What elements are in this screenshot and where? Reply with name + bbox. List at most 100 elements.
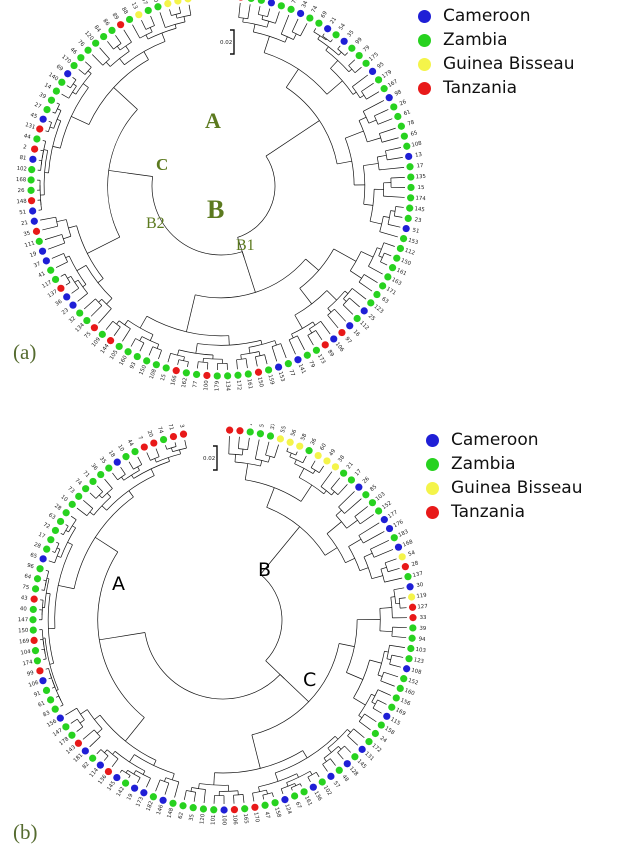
- leaf-dot: [226, 426, 234, 434]
- legend-item-zambia: Zambia: [426, 452, 618, 476]
- tree-branch: [368, 119, 377, 124]
- tree-arc: [65, 219, 72, 237]
- tree-branch: [139, 336, 143, 341]
- tree-branch: [145, 34, 149, 40]
- tree-branch: [78, 69, 86, 75]
- tree-arc: [265, 454, 275, 458]
- tree-branch: [149, 334, 154, 341]
- tree-branch: [159, 12, 166, 28]
- tree-branch: [347, 735, 358, 746]
- leaf-dot: [271, 799, 279, 807]
- tree-branch: [245, 358, 248, 369]
- leaf-dot: [89, 754, 97, 762]
- tree-branch: [346, 672, 363, 680]
- leaf-dot: [39, 555, 47, 563]
- tree-branch: [233, 795, 235, 804]
- leaf-id-label: 158: [273, 807, 282, 819]
- leaf-id-label: 41: [249, 424, 256, 426]
- leaf-dot: [404, 573, 412, 581]
- tree-branch: [279, 674, 285, 679]
- tree-branch: [335, 509, 342, 516]
- tree-branch: [315, 330, 323, 341]
- leaf-dot: [256, 430, 264, 438]
- leaf-id-label: 147: [18, 617, 28, 623]
- leaf-id-label: 89: [111, 12, 120, 21]
- tree-branch: [326, 80, 343, 95]
- leaf-dot: [140, 443, 148, 451]
- tree-branch: [318, 465, 324, 473]
- tree-branch: [96, 749, 102, 755]
- tree-branch: [99, 637, 115, 641]
- tree-branch: [207, 362, 209, 370]
- tree-branch: [197, 361, 199, 369]
- leaf-id-label: 46: [69, 47, 79, 56]
- tree-arc: [133, 464, 142, 470]
- leaf-dot: [267, 0, 275, 7]
- tree-branch: [90, 305, 103, 317]
- tree-branch: [183, 356, 185, 361]
- leaf-dot: [149, 793, 157, 801]
- tree-branch: [195, 343, 198, 354]
- leaf-dot: [124, 348, 132, 356]
- leaf-id-label: 97: [343, 336, 352, 345]
- tree-branch: [60, 532, 64, 535]
- clade-label-c: C: [156, 155, 168, 174]
- leaf-id-label: 98: [394, 89, 403, 98]
- leaf-dot: [390, 103, 398, 111]
- tree-branch: [307, 776, 311, 783]
- tree-branch: [253, 24, 256, 33]
- leaf-dot: [408, 593, 416, 601]
- leaf-dot: [150, 439, 158, 447]
- leaf-id-label: 13: [415, 152, 423, 159]
- leaf-dot: [64, 70, 72, 78]
- leaf-id-label: 34: [301, 0, 310, 9]
- tree-arc: [258, 773, 297, 788]
- tree-branch: [67, 275, 72, 279]
- tree-arc: [310, 467, 320, 474]
- tree-branch: [139, 316, 148, 329]
- tree-branch: [133, 770, 137, 775]
- tree-branch: [154, 458, 157, 463]
- leaf-id-label: 114: [89, 767, 101, 779]
- leaf-id-label: 20: [146, 430, 154, 439]
- tree-branch: [153, 760, 157, 766]
- leaf-id-label: 21: [346, 461, 355, 470]
- leaf-dot: [408, 603, 417, 611]
- leaf-id-label: 142: [116, 786, 126, 798]
- leaf-id-label: 79: [307, 360, 316, 369]
- leaf-dot: [323, 457, 331, 465]
- leaf-dot: [398, 553, 406, 561]
- leaf-id-label: 120: [83, 30, 95, 42]
- leaf-dot: [31, 647, 40, 655]
- leaf-id-label: 150: [400, 258, 412, 268]
- tree-arc: [237, 155, 276, 238]
- leaf-id-label: 75: [22, 584, 30, 591]
- tree-branch: [129, 754, 135, 763]
- leaf-id-label: 145: [356, 759, 367, 771]
- leaf-id-label: 95: [376, 61, 385, 70]
- leaf-dot: [330, 335, 338, 343]
- tree-arc: [77, 279, 88, 294]
- leaf-id-label: 162: [181, 377, 189, 388]
- tree-arc: [147, 27, 177, 40]
- leaf-dot: [390, 534, 398, 542]
- leaf-id-label: 28: [411, 560, 420, 568]
- leaf-dot: [43, 545, 51, 553]
- leaf-dot: [305, 447, 313, 455]
- leaf-id-label: 61: [403, 109, 412, 117]
- tree-branch: [149, 27, 153, 33]
- legend-label: Guinea Bisseau: [451, 478, 583, 498]
- tree-branch: [379, 127, 396, 134]
- tree-branch: [309, 771, 313, 775]
- tree-branch: [238, 2, 241, 18]
- leaf-id-label: 72: [42, 522, 51, 531]
- leaf-id-label: 58: [300, 432, 308, 441]
- tree-branch: [265, 441, 270, 456]
- leaf-id-label: 17: [416, 163, 423, 170]
- leaf-id-label: 91: [33, 691, 42, 699]
- leaf-id-label: 130: [150, 0, 159, 4]
- tree-arc: [107, 109, 138, 238]
- tree-arc: [337, 48, 346, 56]
- leaf-id-label: 112: [358, 320, 370, 331]
- leaf-dot: [393, 254, 401, 262]
